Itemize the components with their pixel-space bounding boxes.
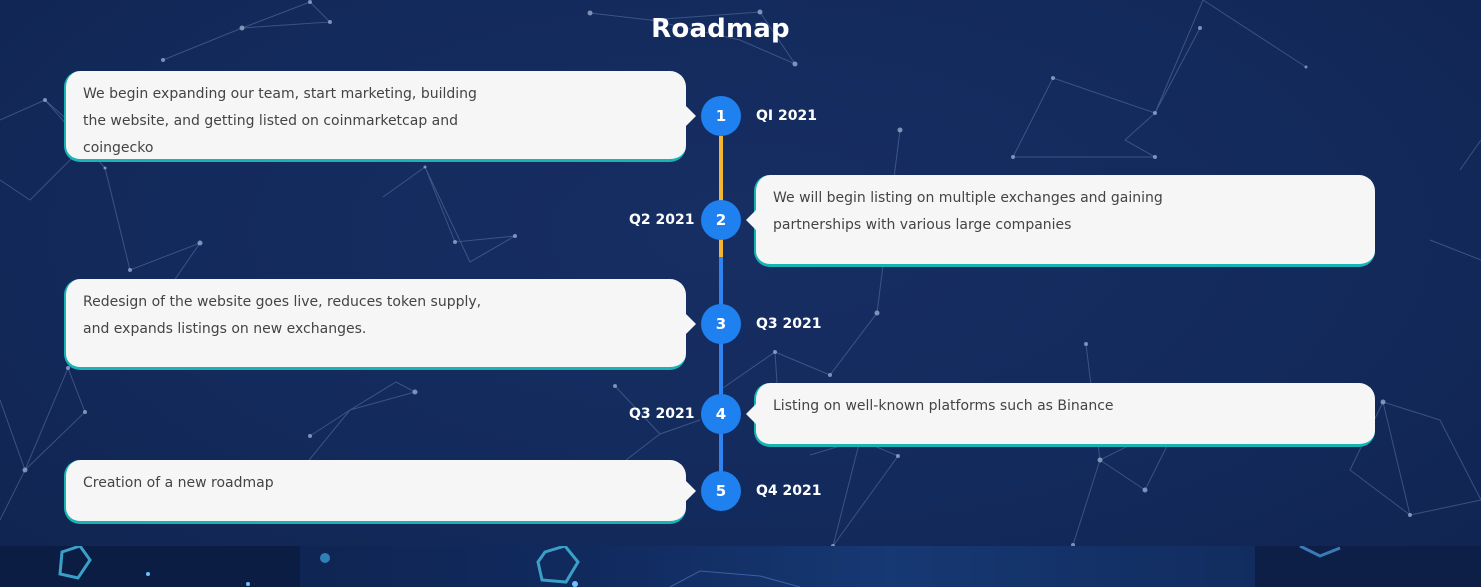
section-title: Roadmap (651, 14, 790, 44)
milestone-marker-2: 2 (701, 200, 741, 240)
milestone-date-4: Q3 2021 (629, 406, 695, 422)
footer-decorative-strip (0, 546, 1481, 587)
milestone-date-5: Q4 2021 (756, 483, 822, 499)
timeline-line-upcoming (719, 257, 723, 491)
milestone-text: We begin expanding our team, start marke… (83, 86, 477, 156)
milestone-marker-3: 3 (701, 304, 741, 344)
milestone-marker-1: 1 (701, 96, 741, 136)
milestone-text: Listing on well-known platforms such as … (773, 398, 1114, 414)
milestone-date-1: QI 2021 (756, 108, 817, 124)
milestone-date-3: Q3 2021 (756, 316, 822, 332)
milestone-card-1: We begin expanding our team, start marke… (64, 71, 696, 162)
milestone-date-2: Q2 2021 (629, 212, 695, 228)
milestone-text: We will begin listing on multiple exchan… (773, 190, 1163, 233)
milestone-marker-5: 5 (701, 471, 741, 511)
milestone-card-3: Redesign of the website goes live, reduc… (64, 279, 696, 370)
timeline-line-completed (719, 136, 723, 257)
milestone-card-4: Listing on well-known platforms such as … (746, 383, 1375, 447)
milestone-text: Creation of a new roadmap (83, 475, 274, 491)
milestone-text: Redesign of the website goes live, reduc… (83, 294, 482, 337)
milestone-card-5: Creation of a new roadmap (64, 460, 696, 524)
milestone-card-2: We will begin listing on multiple exchan… (746, 175, 1375, 267)
milestone-marker-4: 4 (701, 394, 741, 434)
